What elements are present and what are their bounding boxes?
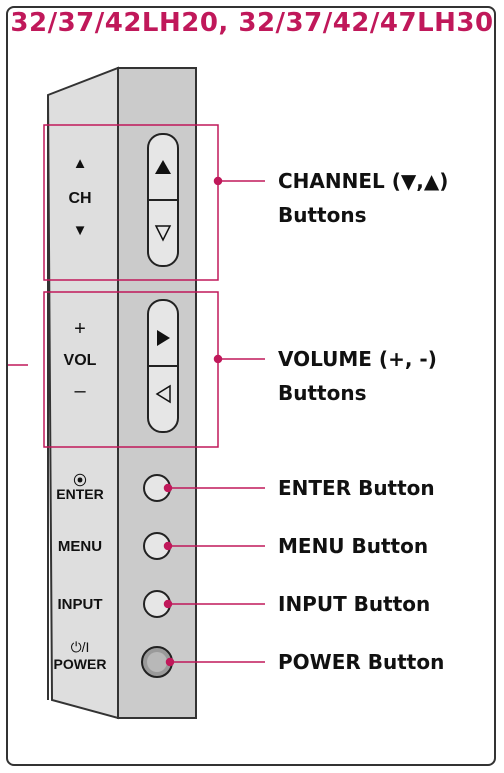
menu-label: MENU [57, 538, 103, 555]
channel-group-box [43, 124, 219, 281]
power-callout: POWER Button [278, 650, 445, 674]
enter-callout: ENTER Button [278, 476, 435, 500]
volume-up-icon [157, 330, 170, 346]
channel-leader-dot [213, 176, 223, 186]
ch-down-glyph: ▼ [72, 222, 88, 239]
enter-label: ENTER [56, 486, 104, 502]
vol-minus-glyph: – [74, 380, 86, 402]
input-leader-dot [163, 599, 173, 609]
power-icon: ⏻/I [70, 639, 90, 655]
ch-up-glyph: ▲ [72, 155, 88, 172]
ch-label: CH [68, 190, 92, 207]
input-callout: INPUT Button [278, 592, 431, 616]
volume-rocker[interactable] [147, 299, 179, 433]
vol-label: VOL [63, 352, 97, 369]
page-title: 32/37/42LH20, 32/37/42/47LH30 [10, 8, 494, 38]
power-label: POWER [53, 656, 107, 672]
channel-callout-line2: Buttons [278, 203, 367, 227]
channel-rocker[interactable] [147, 133, 179, 267]
channel-callout-line1: CHANNEL (▼,▲) [278, 169, 449, 193]
vol-plus-glyph: + [74, 318, 86, 340]
input-label: INPUT [57, 596, 103, 613]
power-leader-dot [165, 657, 175, 667]
channel-up-icon [155, 160, 171, 174]
volume-callout-line2: Buttons [278, 381, 367, 405]
menu-callout: MENU Button [278, 534, 429, 558]
volume-group-box [43, 291, 219, 448]
menu-leader-dot [163, 541, 173, 551]
channel-down-icon [154, 225, 172, 242]
volume-callout-line1: VOLUME (+, -) [278, 347, 437, 371]
volume-leader-dot [213, 354, 223, 364]
volume-down-icon [155, 384, 171, 404]
enter-icon: ⦿ [73, 473, 87, 488]
enter-leader-dot [163, 483, 173, 493]
